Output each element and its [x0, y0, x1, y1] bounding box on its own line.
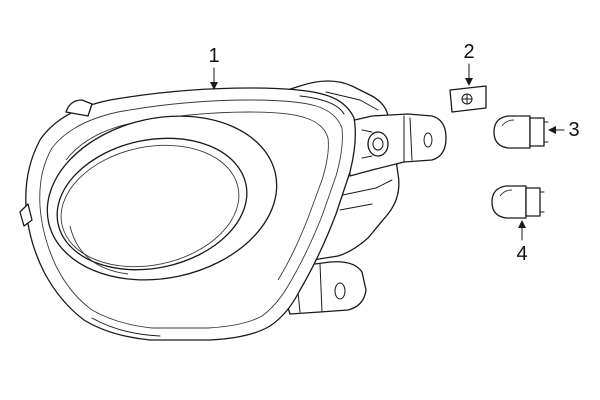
mounting-tab-upper [345, 113, 447, 177]
callout-1-leader [210, 67, 218, 90]
mounting-clip [449, 85, 487, 113]
adjuster-boss [367, 131, 389, 157]
callout-3-leader [548, 126, 565, 134]
mounting-tab-lower-hole [334, 282, 346, 300]
callout-4-label: 4 [516, 243, 528, 265]
fog-lamp-assembly [19, 80, 447, 341]
callout-2-leader [465, 63, 473, 86]
callout-1-label: 1 [208, 45, 220, 67]
bezel-clip-left [19, 203, 33, 227]
lens-outer [46, 115, 278, 281]
callout-2-label: 2 [463, 41, 475, 63]
mounting-tab-upper-hole [423, 132, 433, 148]
lamp-bezel-inner [39, 99, 343, 329]
callout-4-leader [518, 220, 526, 241]
bezel-clip-top-left [65, 99, 93, 117]
bulb-lower [491, 185, 545, 219]
lens-inner [56, 137, 248, 271]
callout-3-label: 3 [568, 119, 580, 141]
bulb-upper [493, 115, 549, 149]
